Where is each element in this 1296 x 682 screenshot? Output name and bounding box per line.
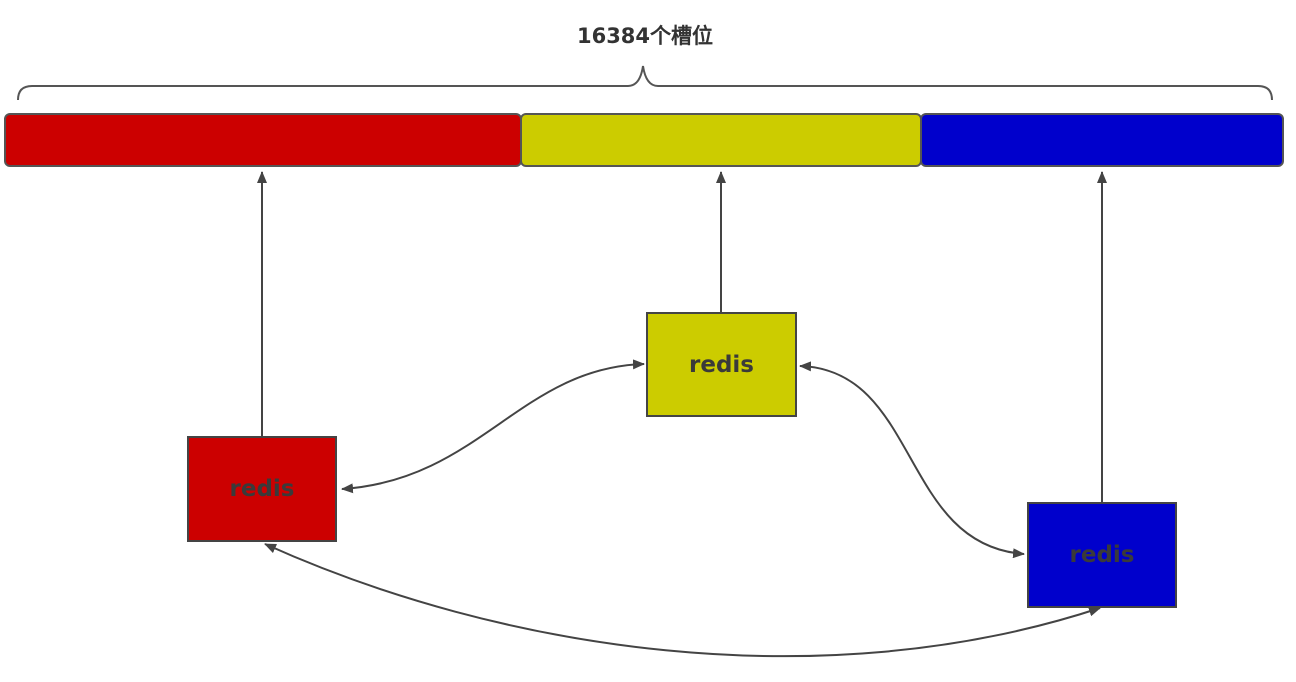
redis-node-red-label: redis (229, 476, 295, 502)
slot-count-title: 16384个槽位 (576, 24, 714, 48)
red-yellow-link (341, 359, 645, 494)
red-blue-link (264, 543, 1101, 658)
redis-node-blue-label: redis (1069, 542, 1135, 568)
slot-range-yellow (520, 113, 922, 167)
redis-node-blue: redis (1027, 502, 1177, 608)
yellow-blue-link (799, 361, 1025, 559)
redis-node-red: redis (187, 436, 337, 542)
redis-node-yellow-label: redis (689, 351, 754, 378)
slot-range-red (4, 113, 522, 167)
redis-node-yellow: redis (646, 312, 797, 417)
slot-range-blue (920, 113, 1284, 167)
slot-range-brace (17, 65, 1273, 101)
